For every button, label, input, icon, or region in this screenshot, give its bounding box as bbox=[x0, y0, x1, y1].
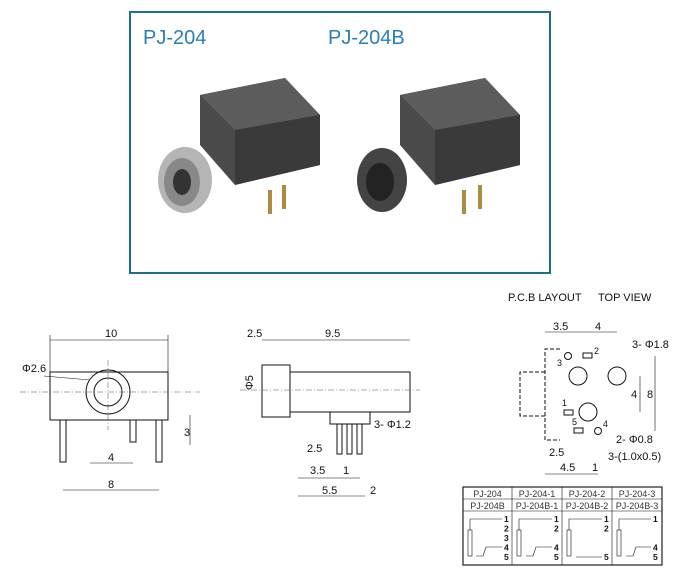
table-cell: PJ-204-2 bbox=[569, 489, 606, 499]
schematic-pj-204-1: 1 2 4 5 bbox=[516, 514, 559, 562]
pcb-dim-top1: 3.5 bbox=[553, 321, 568, 333]
pin-label: 1 bbox=[604, 514, 609, 524]
dim-width: 10 bbox=[105, 328, 117, 340]
jack-photo-pj-204 bbox=[158, 78, 320, 214]
dim-d3: 1 bbox=[343, 465, 349, 477]
pin-label: 4 bbox=[554, 543, 559, 553]
pin-label: 1 bbox=[653, 514, 658, 524]
pcb-pin-3: 3 bbox=[557, 358, 562, 368]
pcb-dim-b1: 2.5 bbox=[549, 447, 564, 459]
schematic-pj-204-3: 1 4 5 bbox=[616, 514, 658, 562]
dim-nose: 2.5 bbox=[247, 328, 262, 340]
pin-label: 2 bbox=[504, 524, 509, 534]
table-cell: PJ-204B-3 bbox=[616, 501, 659, 511]
title-pj-204b: PJ-204B bbox=[328, 27, 405, 49]
pcb-pin-2: 2 bbox=[594, 346, 599, 356]
table-cell: PJ-204 bbox=[473, 489, 502, 499]
table-cell: PJ-204B-2 bbox=[566, 501, 609, 511]
pcb-title: P.C.B LAYOUT bbox=[508, 292, 582, 304]
dim-height: 3 bbox=[184, 427, 190, 439]
table-cell: PJ-204-3 bbox=[619, 489, 656, 499]
table-cell: PJ-204B-1 bbox=[516, 501, 559, 511]
dim-pin-spacing: 4 bbox=[108, 452, 114, 464]
pcb-pin-5: 5 bbox=[572, 417, 577, 427]
title-pj-204: PJ-204 bbox=[143, 27, 206, 49]
front-view-drawing: 10 Φ2.6 3 4 8 bbox=[20, 328, 200, 491]
variant-table: PJ-204 PJ-204-1 PJ-204-2 PJ-204-3 PJ-204… bbox=[462, 486, 663, 566]
dim-body: 9.5 bbox=[325, 328, 340, 340]
product-photo-panel: PJ-204 PJ-204B bbox=[129, 11, 551, 274]
dim-diameter: Φ5 bbox=[244, 375, 256, 390]
pcb-pin-4: 4 bbox=[603, 419, 608, 429]
dim-hole: Φ2.6 bbox=[22, 363, 46, 375]
dim-d5: 2 bbox=[370, 485, 376, 497]
pin-label: 5 bbox=[604, 552, 609, 562]
dim-pin: 3- Φ1.2 bbox=[374, 419, 411, 431]
pin-label: 5 bbox=[653, 552, 658, 562]
dim-d4: 5.5 bbox=[322, 485, 337, 497]
pcb-dim-4: 4 bbox=[631, 389, 637, 401]
pin-label: 2 bbox=[554, 524, 559, 534]
pcb-pin-1: 1 bbox=[562, 398, 567, 408]
dim-overall: 8 bbox=[108, 479, 114, 491]
pcb-slots: 3-(1.0x0.5) bbox=[608, 451, 661, 463]
pin-label: 4 bbox=[653, 543, 658, 553]
schematic-pj-204: 1 2 3 4 5 bbox=[467, 514, 509, 562]
pin-label: 5 bbox=[554, 552, 559, 562]
pcb-view-label: TOP VIEW bbox=[598, 292, 652, 304]
pin-label: 1 bbox=[554, 514, 559, 524]
dim-d2: 3.5 bbox=[310, 465, 325, 477]
pin-label: 3 bbox=[504, 533, 509, 543]
pcb-layout-drawing: P.C.B LAYOUT TOP VIEW 3.5 4 2 3 1 5 4 3-… bbox=[508, 292, 669, 475]
pin-label: 2 bbox=[604, 524, 609, 534]
schematic-pj-204-2: 1 2 5 bbox=[566, 514, 609, 562]
pin-label: 5 bbox=[504, 552, 509, 562]
pcb-dim-b2: 4.5 bbox=[560, 462, 575, 474]
pcb-small-holes: 2- Φ0.8 bbox=[616, 434, 653, 446]
table-cell: PJ-204-1 bbox=[519, 489, 556, 499]
dim-d1: 2.5 bbox=[307, 443, 322, 455]
jack-photo-pj-204b bbox=[357, 78, 520, 214]
pcb-dim-top2: 4 bbox=[595, 321, 601, 333]
pcb-dim-b3: 1 bbox=[592, 462, 598, 474]
pin-label: 1 bbox=[504, 514, 509, 524]
side-view-drawing: 2.5 9.5 Φ5 3- Φ1.2 2.5 3.5 1 5.5 2 bbox=[240, 328, 420, 497]
pcb-dim-8: 8 bbox=[647, 389, 653, 401]
pin-label: 4 bbox=[504, 543, 509, 553]
pcb-big-holes: 3- Φ1.8 bbox=[632, 339, 669, 351]
table-cell: PJ-204B bbox=[470, 501, 505, 511]
